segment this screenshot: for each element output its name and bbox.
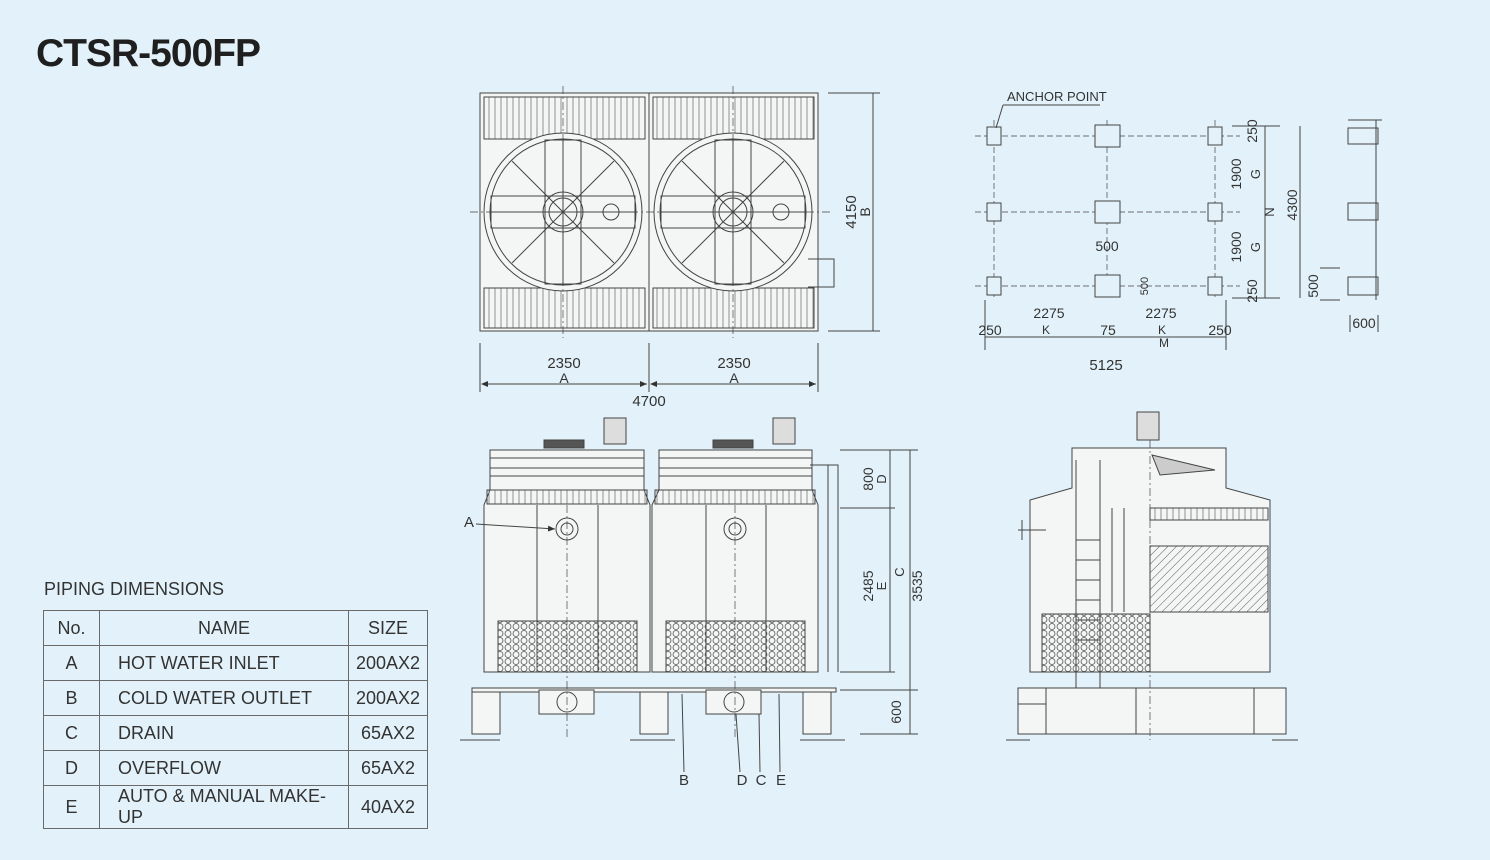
anchor-plan: [975, 104, 1382, 350]
row-name: HOT WATER INLET: [99, 645, 349, 681]
row-size: 200AX2: [348, 680, 428, 716]
top-view: [470, 86, 880, 392]
dim-width-right: 2350: [717, 355, 750, 372]
row-no: D: [43, 750, 100, 786]
label-a: A: [464, 514, 474, 531]
label-k-left: K: [1042, 323, 1050, 337]
dim-500-small: 500: [1139, 277, 1151, 295]
dim-250-bottom: 250: [1244, 279, 1260, 303]
dim-600-side: 600: [1352, 315, 1376, 331]
dim-width-left-label: A: [559, 370, 569, 386]
front-view: [460, 417, 918, 773]
table-row: E AUTO & MANUAL MAKE-UP 40AX2: [43, 785, 428, 829]
dim-250-right: 250: [1208, 322, 1232, 338]
label-n: N: [1262, 207, 1277, 216]
dim-2485: 2485: [860, 570, 876, 601]
label-m: M: [1159, 336, 1169, 350]
label-g-bottom: G: [1248, 242, 1263, 252]
dim-4300: 4300: [1284, 189, 1300, 220]
dim-width-right-label: A: [729, 370, 739, 386]
dim-500-side: 500: [1305, 274, 1321, 298]
callout-b: B: [679, 772, 689, 789]
dim-500-horizontal: 500: [1095, 238, 1119, 254]
row-size: 40AX2: [348, 785, 428, 829]
dim-2275-right: 2275: [1145, 305, 1176, 321]
page-title: CTSR-500FP: [36, 32, 261, 75]
side-view: [1006, 411, 1298, 741]
dim-2275-left: 2275: [1033, 305, 1064, 321]
dim-1900-bottom: 1900: [1228, 231, 1244, 262]
dim-depth: 4150: [843, 195, 860, 228]
dim-5125: 5125: [1089, 357, 1122, 374]
dim-250-top: 250: [1244, 119, 1260, 143]
callout-e: E: [776, 772, 786, 789]
label-g-top: G: [1248, 169, 1263, 179]
row-no: E: [43, 785, 100, 829]
label-e: E: [874, 581, 889, 590]
dim-width-left: 2350: [547, 355, 580, 372]
table-row: A HOT WATER INLET 200AX2: [43, 645, 428, 681]
dim-75: 75: [1100, 322, 1116, 338]
dim-600-base: 600: [888, 700, 904, 724]
row-size: 65AX2: [348, 715, 428, 751]
dim-total-width: 4700: [632, 393, 665, 410]
label-c: C: [892, 567, 907, 576]
callout-c: C: [756, 772, 767, 789]
piping-dimensions-table: No. NAME SIZE A HOT WATER INLET 200AX2 B…: [43, 610, 428, 829]
row-no: A: [43, 645, 100, 681]
dim-800: 800: [860, 467, 876, 491]
row-no: B: [43, 680, 100, 716]
callout-d: D: [737, 772, 748, 789]
piping-dimensions-title: PIPING DIMENSIONS: [44, 579, 225, 599]
row-size: 65AX2: [348, 750, 428, 786]
dim-250-left: 250: [978, 322, 1002, 338]
dim-3535: 3535: [909, 570, 925, 601]
dim-1900-top: 1900: [1228, 158, 1244, 189]
table-row: C DRAIN 65AX2: [43, 715, 428, 751]
dim-depth-label: B: [857, 207, 873, 216]
row-size: 200AX2: [348, 645, 428, 681]
label-k-right: K: [1158, 323, 1166, 337]
anchor-point-label: ANCHOR POINT: [1007, 89, 1107, 104]
row-name: AUTO & MANUAL MAKE-UP: [99, 785, 349, 829]
label-d: D: [874, 474, 889, 483]
table-header-row: No. NAME SIZE: [43, 610, 428, 646]
